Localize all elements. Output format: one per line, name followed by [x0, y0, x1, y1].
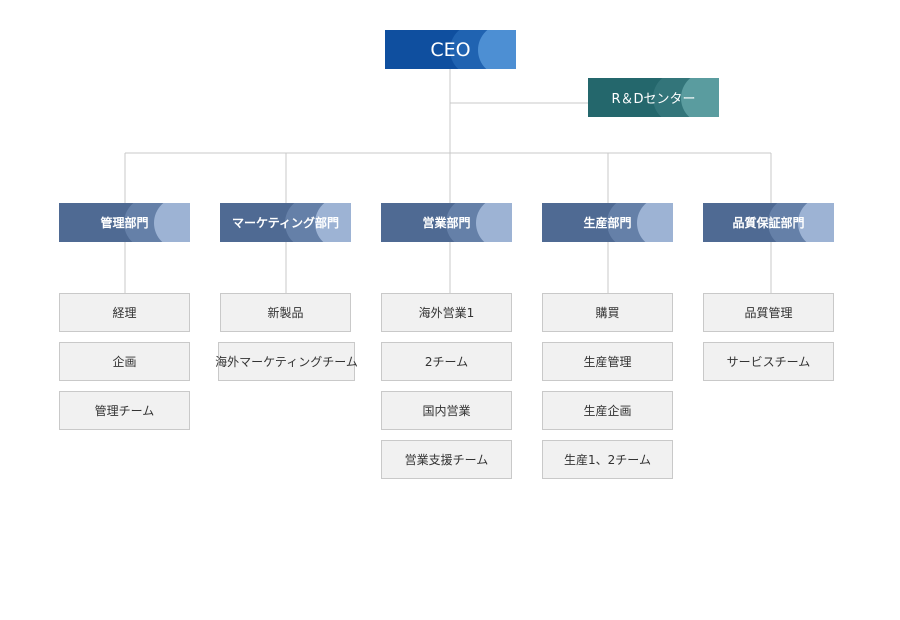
rd-center-label: R＆Dセンター — [611, 92, 696, 107]
unit-box: 生産1、2チーム — [542, 440, 673, 479]
department-label: 営業部門 — [422, 216, 471, 230]
unit-box: 営業支援チーム — [381, 440, 512, 479]
department-label: 管理部門 — [100, 216, 149, 230]
unit-box: 管理チーム — [59, 391, 190, 430]
unit-box: 品質管理 — [703, 293, 834, 332]
unit-box: 生産企画 — [542, 391, 673, 430]
department-label: 品質保証部門 — [732, 216, 805, 230]
department-label: 生産部門 — [583, 216, 632, 230]
unit-box: 海外マーケティングチーム — [215, 342, 358, 381]
unit-box: 購買 — [542, 293, 673, 332]
rd-center-node: R＆Dセンター — [588, 78, 719, 117]
unit-box: 企画 — [59, 342, 190, 381]
department-node-quality: 品質保証部門 — [703, 203, 834, 242]
unit-box: 国内営業 — [381, 391, 512, 430]
unit-box: 2チーム — [381, 342, 512, 381]
unit-box: 生産管理 — [542, 342, 673, 381]
unit-box: 経理 — [59, 293, 190, 332]
department-node-admin: 管理部門 — [59, 203, 190, 242]
unit-box: 新製品 — [220, 293, 351, 332]
ceo-node: CEO — [385, 30, 516, 69]
department-node-production: 生産部門 — [542, 203, 673, 242]
ceo-label: CEO — [430, 38, 471, 61]
unit-box: 海外営業1 — [381, 293, 512, 332]
unit-box: サービスチーム — [703, 342, 834, 381]
department-node-sales: 営業部門 — [381, 203, 512, 242]
department-label: マーケティング部門 — [231, 216, 340, 230]
department-node-marketing: マーケティング部門 — [220, 203, 351, 242]
